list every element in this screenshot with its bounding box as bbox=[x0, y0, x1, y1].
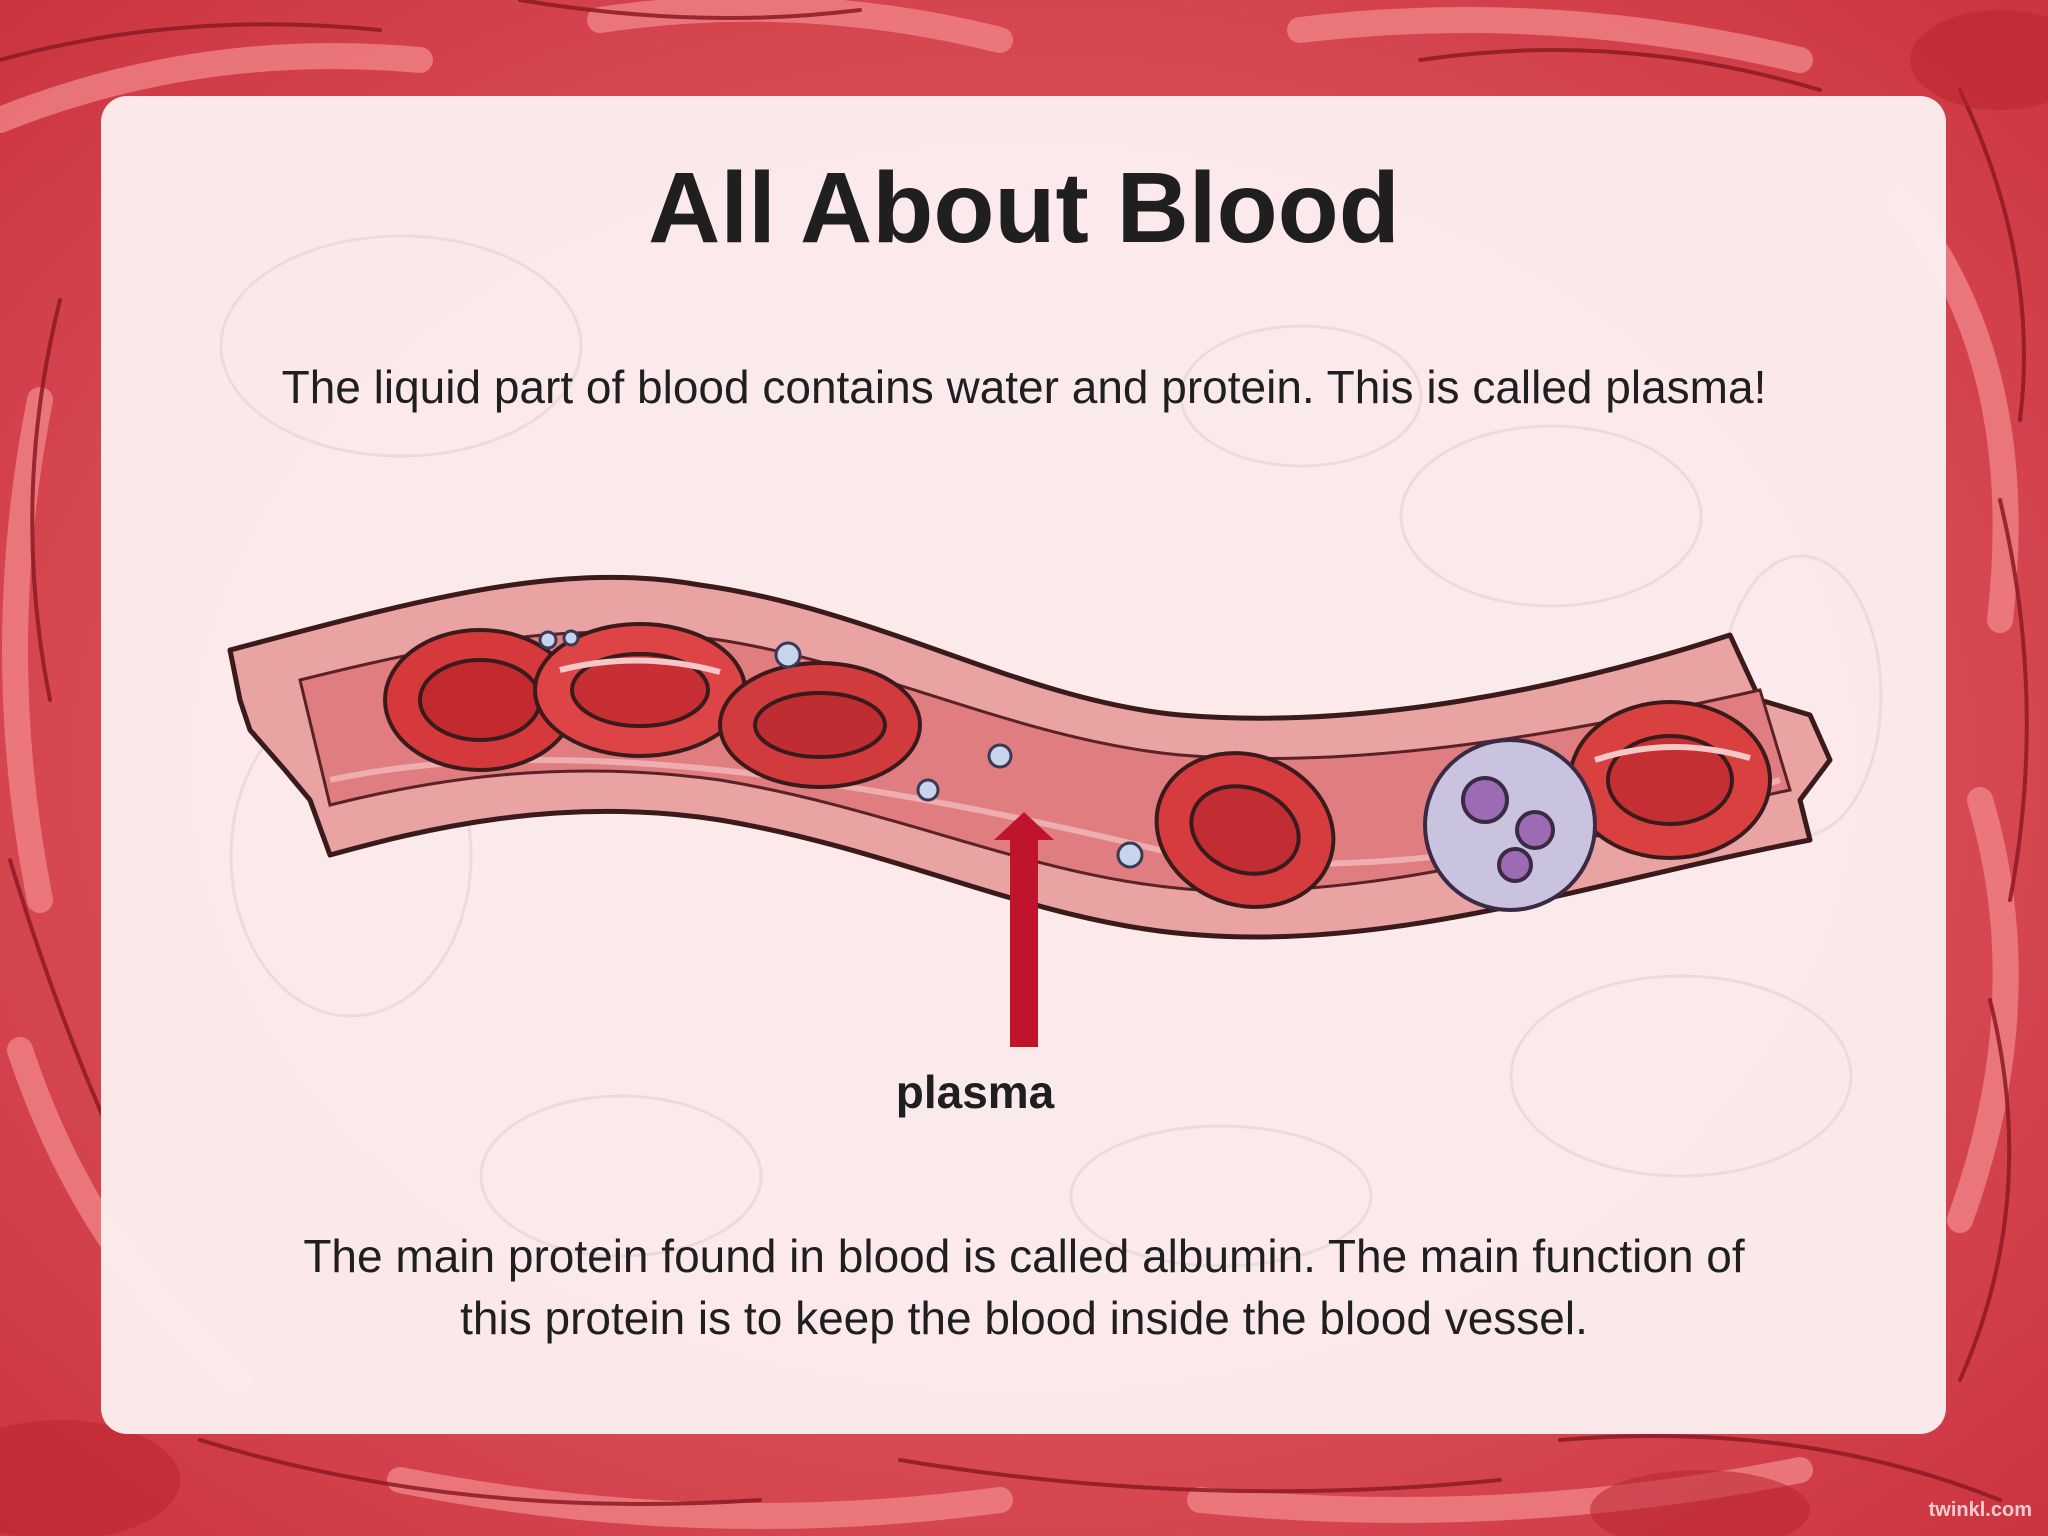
plasma-label: plasma bbox=[895, 1066, 1055, 1118]
body-text-line-1: The main protein found in blood is calle… bbox=[303, 1230, 1745, 1282]
intro-text: The liquid part of blood contains water … bbox=[281, 361, 1767, 413]
body-text: The main protein found in blood is calle… bbox=[180, 1225, 1868, 1349]
body-text-line-2: this protein is to keep the blood inside… bbox=[460, 1292, 1588, 1344]
slide-title: All About Blood bbox=[648, 152, 1400, 264]
watermark: twinkl.com bbox=[1928, 1499, 2032, 1521]
